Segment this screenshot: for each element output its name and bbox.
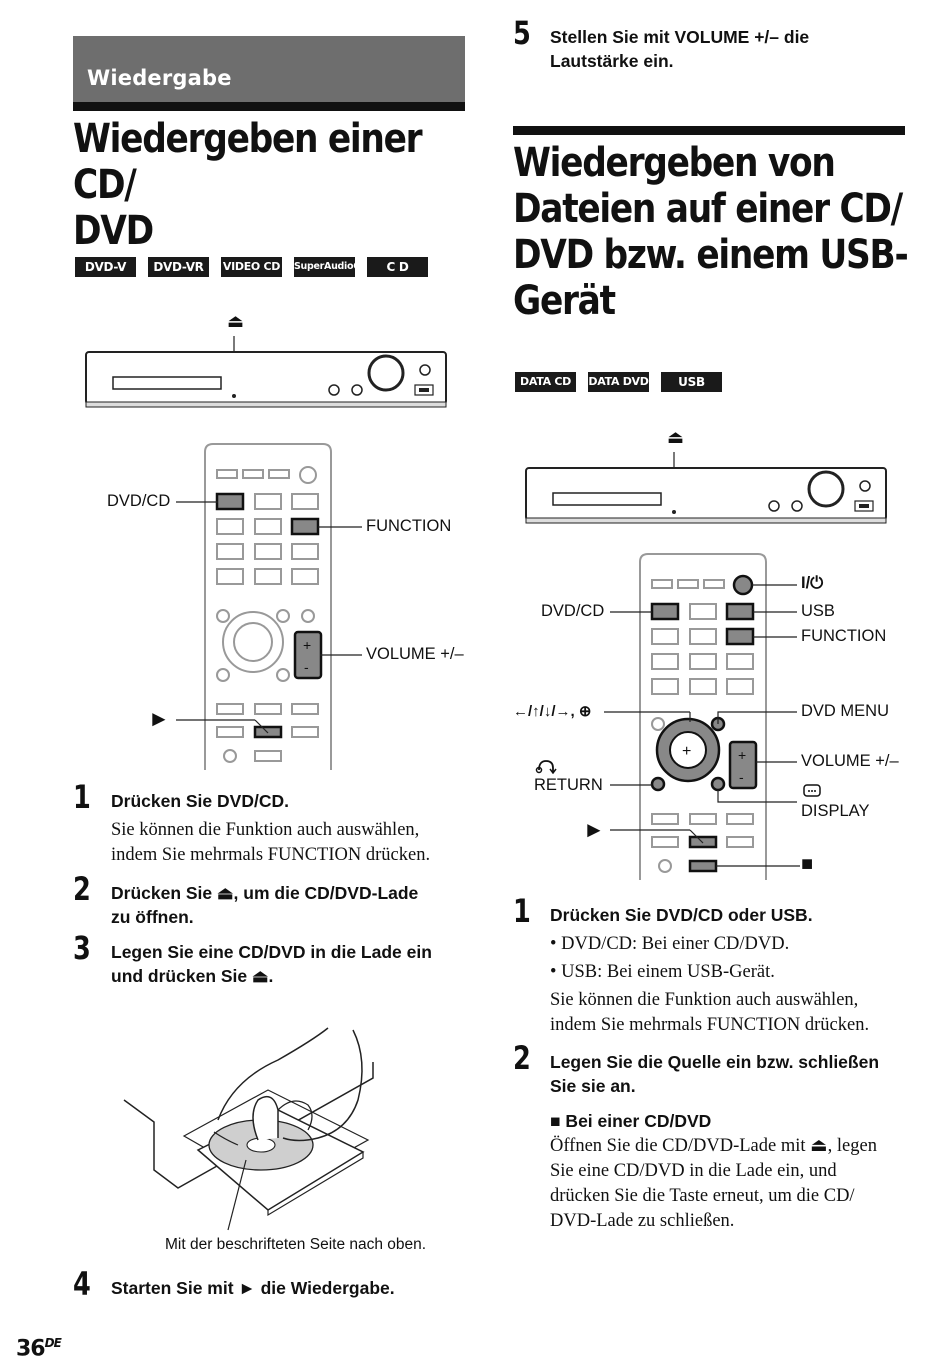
remote-label-dvd-menu: DVD MENU [801,702,890,720]
left-heading-line1: Wiedergeben einer CD/ [73,116,423,208]
section-label: Wiedergabe [87,66,232,90]
player-illustration-right [525,452,887,524]
step-title: Legen Sie die Quelle ein bzw. schließen … [550,1050,879,1098]
svg-text:-: - [739,769,744,785]
step-number: 1 [73,778,91,816]
remote-label-usb: USB [801,602,835,620]
remote-label-dvdcd: DVD/CD [107,492,171,510]
step-body-line: Sie können die Funktion auch auswählen, [111,820,420,840]
step-number: 4 [73,1265,91,1303]
power-icon: I/⏻ [801,574,824,592]
step-title: Legen Sie eine CD/DVD in die Lade ein un… [111,940,432,988]
step-title: Drücken Sie DVD/CD. [111,791,289,811]
step-title: Drücken Sie ⏏, um die CD/DVD-Lade zu öff… [111,881,418,929]
disc-caption: Mit der beschrifteten Seite nach oben. [165,1236,427,1253]
play-arrow-icon: ► [583,817,605,842]
badge-dvd-vr: DVD-VR [148,257,209,277]
right-heading-line: Gerät [513,278,616,324]
step-body-line: Sie eine CD/DVD in die Lade ein, und [550,1161,837,1181]
remote-label-dvdcd: DVD/CD [541,602,605,620]
svg-text:-: - [304,659,309,675]
right-heading-line: DVD bzw. einem USB- [513,232,909,278]
remote-label-return: RETURN [534,776,603,794]
step-title-line: Lautstärke ein. [550,51,674,71]
step-title-line: Drücken Sie ⏏, um die CD/DVD-Lade [111,883,419,903]
section-bar [73,36,465,102]
svg-text:+: + [738,747,746,763]
eject-icon: ⏏ [227,311,245,331]
step-title-line: Sie sie an. [550,1076,636,1096]
step-body-line: drücken Sie die Taste erneut, um die CD/ [550,1186,855,1206]
remote-label-volume: VOLUME +/– [801,752,899,770]
step-number: 5 [513,14,531,52]
play-arrow-icon: ► [148,706,170,731]
step-number: 2 [513,1039,531,1077]
remote-label-function: FUNCTION [801,627,887,645]
step-body-line: Sie können die Funktion auch auswählen, [550,990,859,1010]
remote-label-function: FUNCTION [366,517,452,535]
bullet-item: • DVD/CD: Bei einer CD/DVD. [550,934,790,954]
step-title-line: Stellen Sie mit VOLUME +/– die [550,27,810,47]
step-title: Stellen Sie mit VOLUME +/– die Lautstärk… [550,25,809,73]
remote-illustration-right: + + - [639,553,767,880]
step-number: 2 [73,870,91,908]
right-heading-line: Dateien auf einer CD/ [513,186,903,232]
step-body: Sie können die Funktion auch auswählen, … [111,818,430,868]
badge-dvd-v: DVD-V [75,257,136,277]
step-title-line: Legen Sie eine CD/DVD in die Lade ein [111,942,432,962]
step-title: Starten Sie mit ► die Wiedergabe. [111,1278,395,1298]
step-body-line: DVD-Lade zu schließen. [550,1211,735,1231]
badge-cd: C D [367,257,428,277]
page-number: 36DE [16,1336,62,1362]
section-bar-rule [73,102,465,111]
remote-illustration-left: + - [204,443,332,770]
step-body: Öffnen Sie die CD/DVD-Lade mit ⏏, legen … [550,1134,877,1234]
step-title: Drücken Sie DVD/CD oder USB. [550,905,813,925]
svg-text:+: + [303,637,311,653]
step-title-line: und drücken Sie ⏏. [111,966,274,986]
page-number-value: 36 [16,1336,46,1362]
sub-heading: ■ Bei einer CD/DVD [550,1111,712,1131]
badge-usb: USB [661,372,722,392]
eject-icon: ⏏ [667,427,685,447]
step-title-line: zu öffnen. [111,907,194,927]
badge-data-dvd: DATA DVD [588,372,649,392]
remote-callout-lines-left [176,501,362,734]
step-number: 1 [513,892,531,930]
badge-super-audio-cd: SuperAudioCD [294,257,368,277]
stop-icon: ■ [801,853,814,875]
remote-label-arrows: ←/↑/↓/→, ⊕ [513,703,592,720]
right-heading-line: Wiedergeben von [513,140,836,186]
remote-callout-lines-right [604,584,800,867]
step-body-line: indem Sie mehrmals FUNCTION drücken. [550,1015,870,1035]
page-number-suffix: DE [44,1336,62,1350]
badge-video-cd: VIDEO CD [221,257,282,277]
bullet-item: • USB: Bei einem USB-Gerät. [550,962,775,982]
svg-text:+: + [682,743,691,760]
step-body-line: Öffnen Sie die CD/DVD-Lade mit ⏏, legen [550,1136,877,1156]
remote-label-volume: VOLUME +/– [366,645,464,663]
step-title-line: Legen Sie die Quelle ein bzw. schließen [550,1052,880,1072]
left-heading: Wiedergeben einer CD/ DVD [73,116,477,254]
step-body: • DVD/CD: Bei einer CD/DVD. • USB: Bei e… [550,932,869,1038]
badge-data-cd: DATA CD [515,372,576,392]
remote-label-display: DISPLAY [801,802,870,820]
right-section-rule [513,126,905,135]
disc-insert-illustration [123,1027,374,1231]
player-illustration-left [85,336,447,408]
return-icon [535,758,557,779]
step-body-line: indem Sie mehrmals FUNCTION drücken. [111,845,431,865]
left-heading-line2: DVD [73,208,154,254]
step-number: 3 [73,929,91,967]
right-heading: Wiedergeben von Dateien auf einer CD/ DV… [513,140,917,324]
display-icon [802,783,822,804]
